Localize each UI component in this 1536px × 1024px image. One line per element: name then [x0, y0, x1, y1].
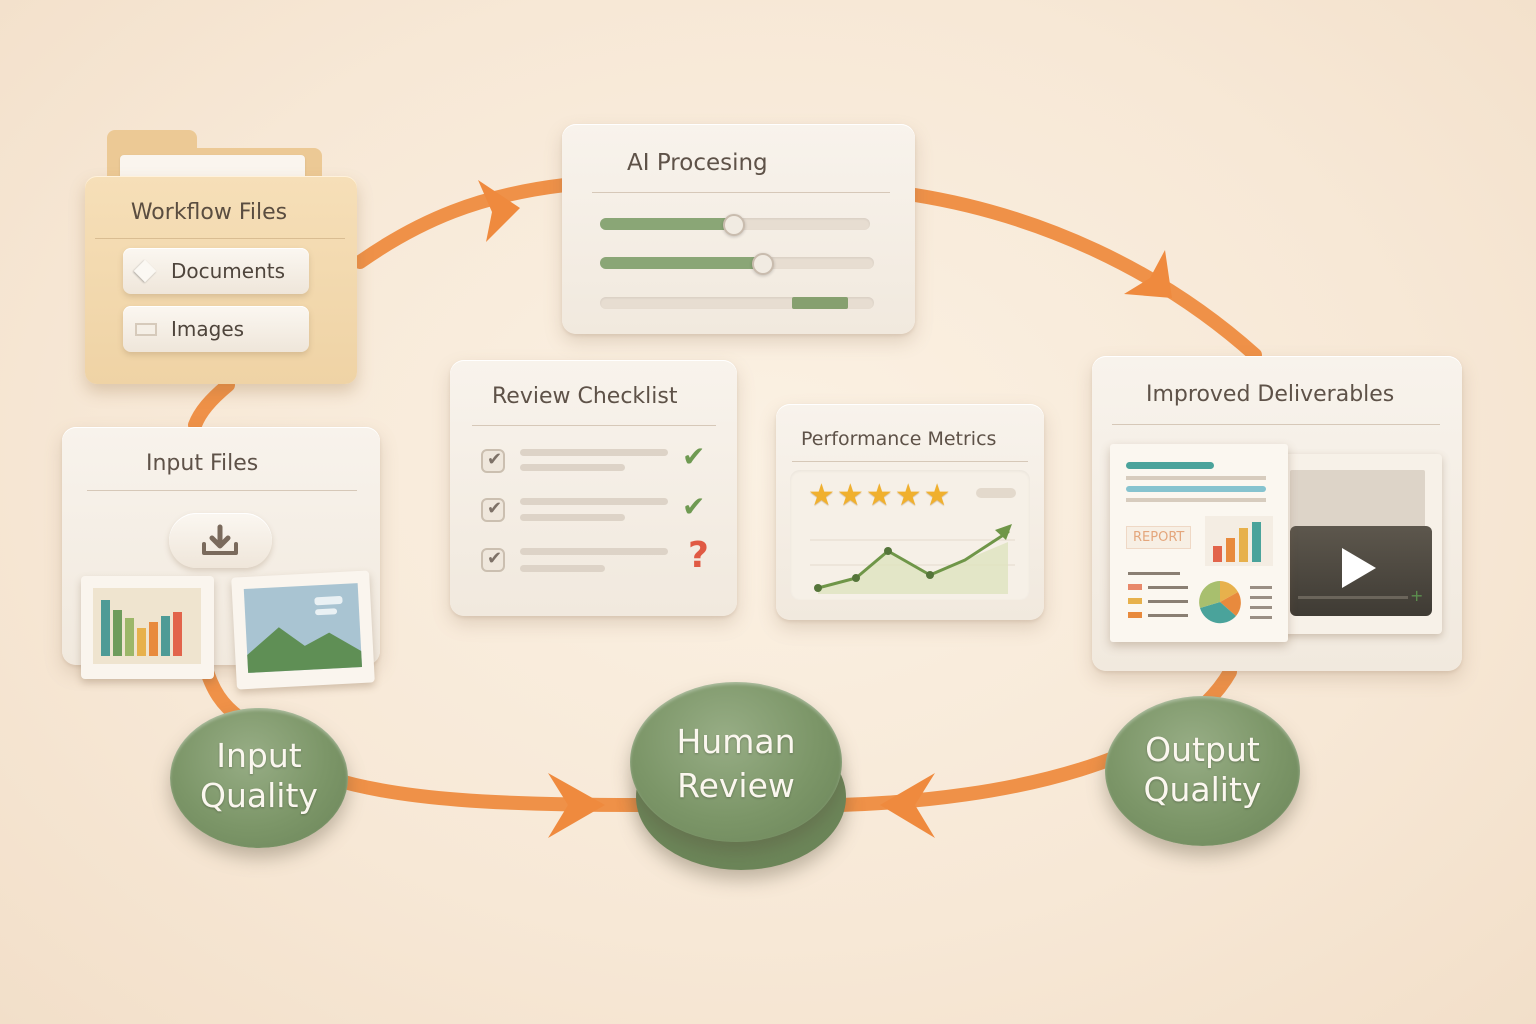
star-icon: ★ [865, 478, 895, 513]
video-backdrop [1290, 470, 1425, 530]
output-quality-line-1: Output [1145, 730, 1260, 769]
folder-title: Workflow Files [130, 200, 288, 225]
checkbox-2[interactable]: ✔ [481, 498, 505, 522]
video-player[interactable]: + [1290, 526, 1432, 616]
human-review-line-2: Review [677, 766, 795, 805]
image-frame-icon [135, 323, 157, 336]
improved-deliverables-rule [1112, 424, 1440, 425]
report-line [1126, 476, 1266, 480]
performance-metrics-rule [792, 461, 1028, 462]
checkbox-3[interactable]: ✔ [481, 548, 505, 572]
report-document: REPORT [1110, 444, 1288, 642]
legend-lines [1250, 584, 1274, 624]
check-status-icon: ✔ [682, 490, 706, 523]
input-files-title: Input Files [146, 451, 259, 476]
arrowhead-1 [478, 180, 520, 242]
input-quality-line-1: Input [216, 736, 302, 775]
report-accent-line [1126, 486, 1266, 492]
progress-fill-3 [792, 297, 848, 309]
trend-line-chart [810, 524, 1015, 594]
download-icon [202, 524, 238, 555]
input-files-rule [87, 490, 357, 491]
landscape-icon [243, 583, 363, 673]
placeholder-line [520, 548, 668, 555]
ai-processing-title: AI Procesing [627, 150, 768, 176]
report-label: REPORT [1126, 526, 1192, 549]
arrowhead-2 [1124, 250, 1172, 298]
checkbox-1[interactable]: ✔ [481, 449, 505, 473]
progress-fill-1 [600, 218, 735, 230]
checkmark-icon: ✔ [487, 548, 503, 569]
review-checklist-title: Review Checklist [492, 384, 678, 409]
report-list [1128, 568, 1190, 628]
checkmark-icon: ✔ [487, 449, 503, 470]
documents-label: Documents [171, 259, 286, 283]
star-icon: ★ [808, 478, 837, 513]
check-status-icon: ✔ [682, 440, 706, 473]
review-checklist-card: Review Checklist ✔ ✔ ✔ ✔ ✔ ? [450, 360, 737, 616]
performance-metrics-card: Performance Metrics ★★★★★ [776, 404, 1044, 620]
output-quality-line-2: Quality [1143, 770, 1262, 809]
report-pie-chart [1199, 581, 1241, 624]
image-thumbnail [231, 570, 375, 690]
play-icon[interactable] [1342, 548, 1376, 588]
review-checklist-rule [472, 425, 716, 426]
metrics-inner-panel: ★★★★★ [790, 470, 1030, 600]
placeholder-line [520, 449, 668, 456]
star-icon: ★ [836, 478, 866, 513]
checkmark-icon: ✔ [487, 498, 503, 519]
diamond-icon [133, 259, 157, 283]
documents-button[interactable]: Documents [123, 248, 309, 294]
placeholder-line [520, 464, 625, 471]
arrowhead-4 [880, 773, 935, 838]
download-button[interactable] [169, 513, 272, 568]
folder-rule [95, 238, 345, 239]
placeholder-line [520, 514, 625, 521]
output-quality-node[interactable]: Output Quality [1105, 696, 1300, 846]
human-review-line-1: Human [676, 722, 796, 761]
question-status-icon: ? [688, 535, 709, 576]
progress-knob-1[interactable] [723, 214, 745, 236]
human-review-node[interactable]: Human Review [630, 682, 842, 842]
arrowheads [478, 180, 1172, 838]
images-label: Images [171, 317, 245, 341]
placeholder-line [520, 565, 605, 572]
improved-deliverables-title: Improved Deliverables [1146, 382, 1395, 407]
star-icon: ★ [923, 478, 953, 513]
performance-metrics-title: Performance Metrics [801, 428, 997, 450]
progress-fill-2 [600, 257, 764, 269]
rating-bar [976, 488, 1016, 498]
chart-thumbnail [81, 576, 214, 679]
star-rating: ★★★★★ [808, 478, 953, 513]
bar-chart-icon [93, 588, 201, 664]
report-bar-chart [1205, 516, 1273, 566]
progress-knob-2[interactable] [752, 253, 774, 275]
input-quality-line-2: Quality [200, 776, 318, 815]
progress-line [1298, 596, 1408, 599]
video-preview: + [1282, 454, 1442, 634]
star-icon: ★ [894, 478, 924, 513]
ai-processing-card: AI Procesing [562, 124, 915, 334]
input-quality-node[interactable]: Input Quality [170, 708, 348, 848]
report-line [1126, 498, 1266, 502]
arrowhead-3 [548, 773, 605, 838]
ai-processing-rule [592, 192, 890, 193]
workflow-files-folder: Workflow Files Documents Images [85, 128, 357, 384]
images-button[interactable]: Images [123, 306, 309, 352]
improved-deliverables-card: Improved Deliverables + REPORT [1092, 356, 1462, 671]
report-header-bar [1126, 462, 1214, 469]
placeholder-line [520, 498, 668, 505]
plus-icon: + [1410, 586, 1424, 605]
